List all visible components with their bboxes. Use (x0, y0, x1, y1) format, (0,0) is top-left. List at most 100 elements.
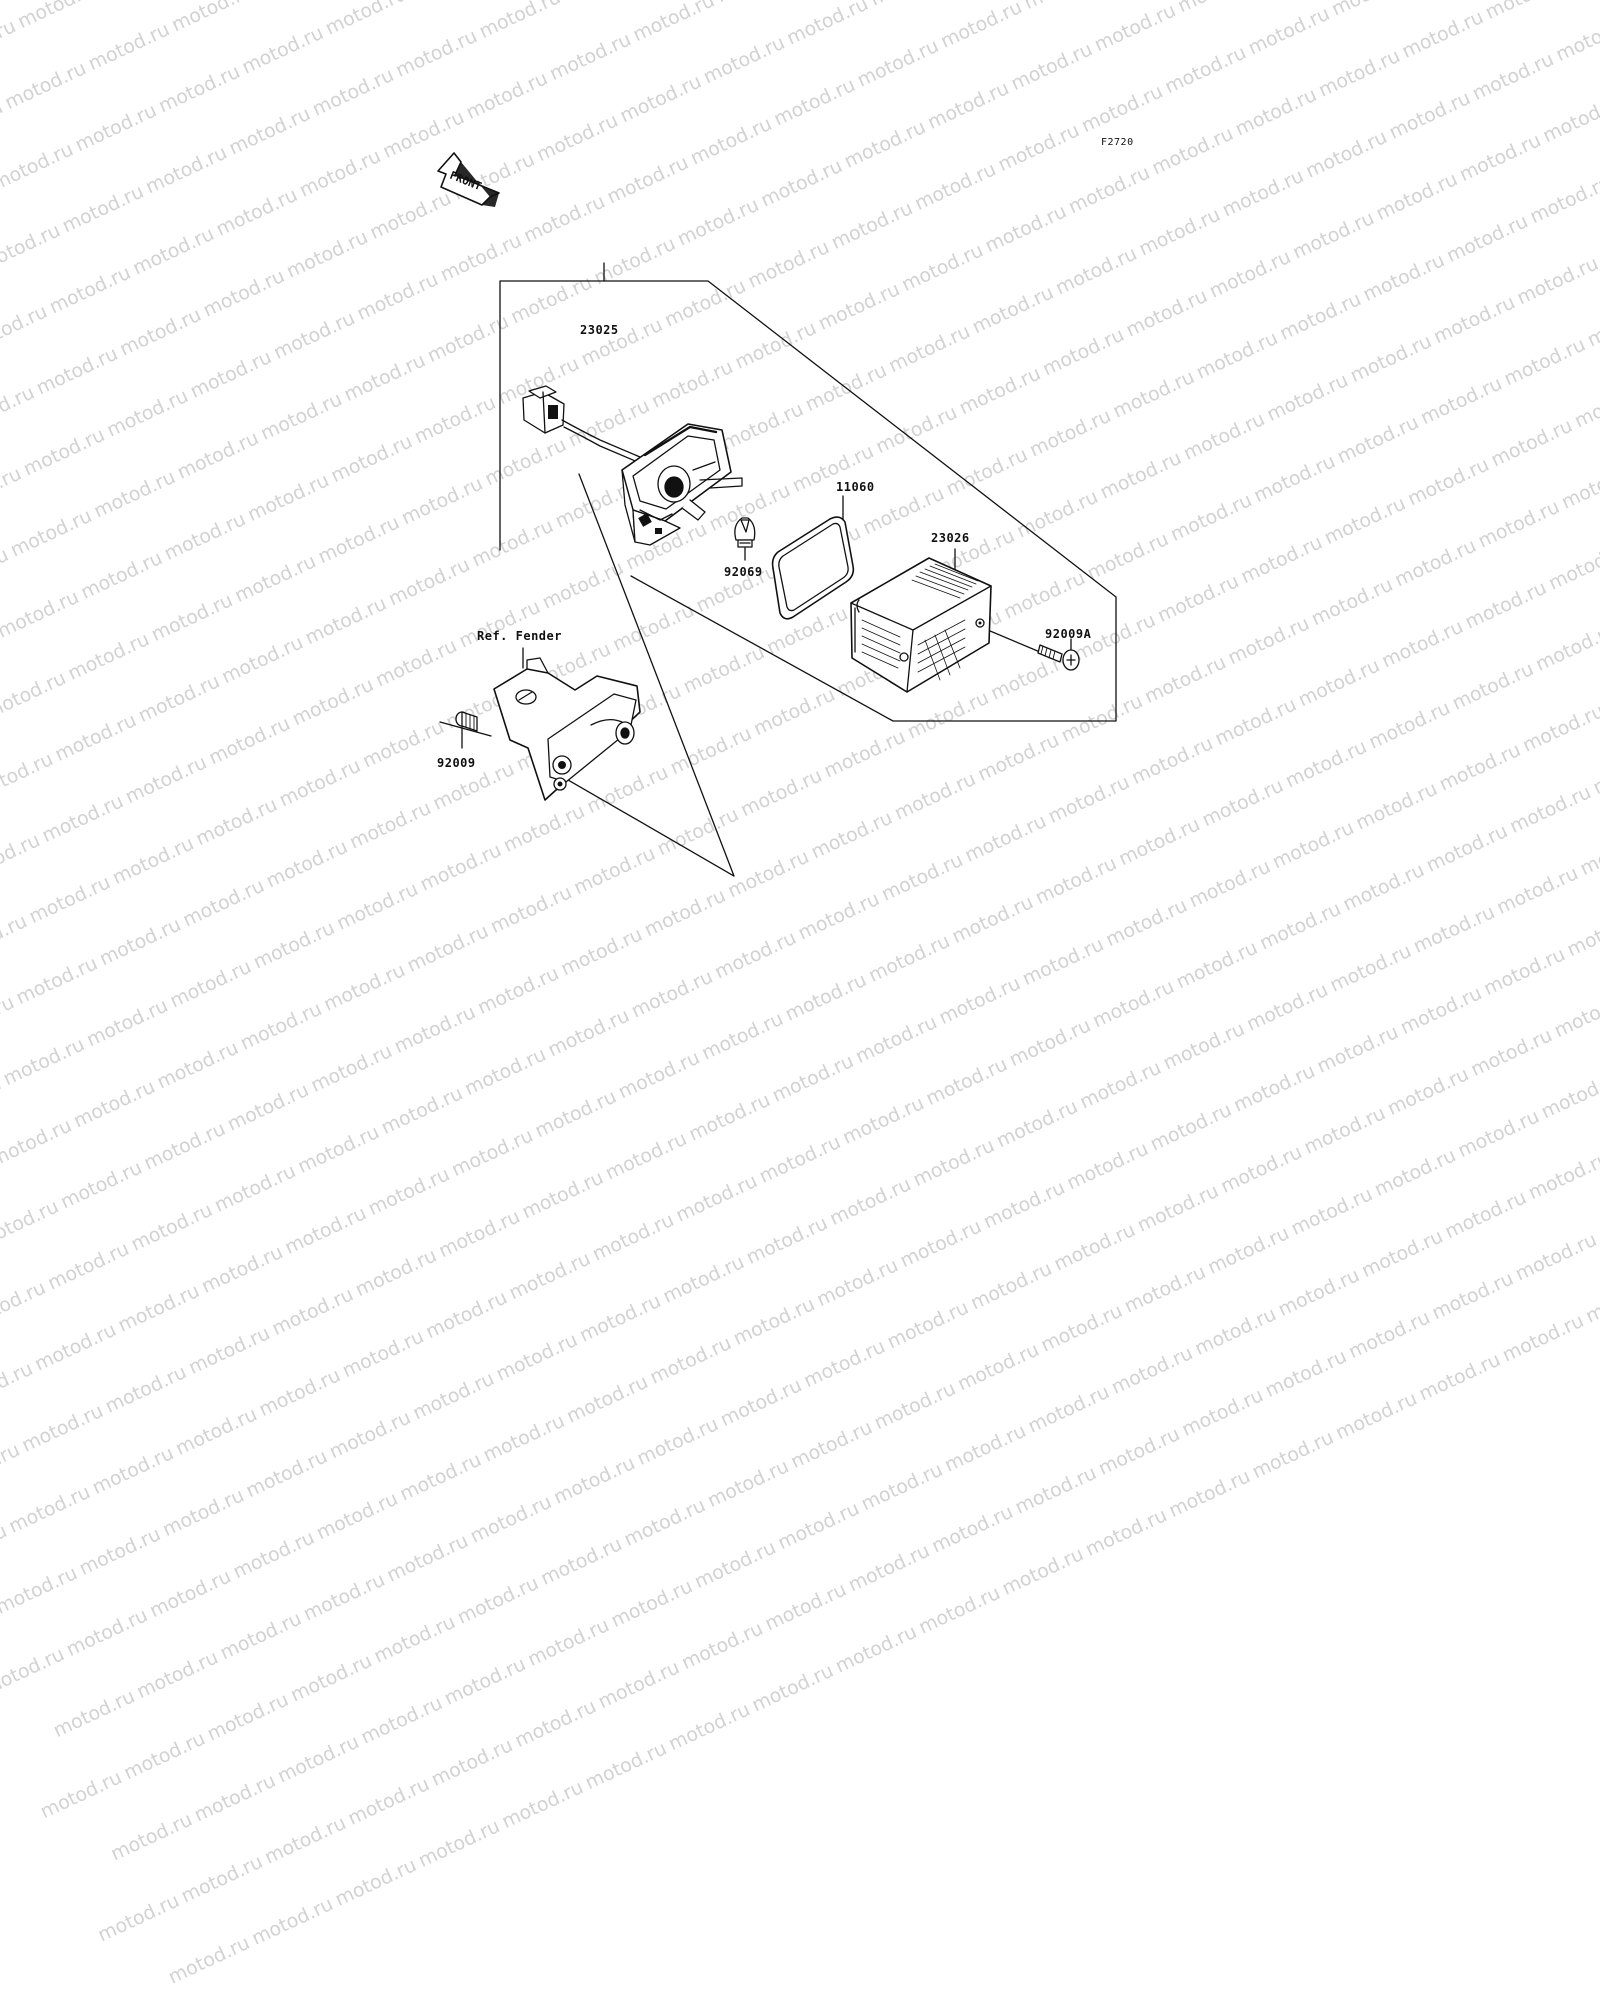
watermark-text: motod.ru (268, 1283, 357, 1341)
watermark-text: motod.ru (229, 1526, 318, 1584)
watermark-text: motod.ru (287, 1649, 376, 1707)
guide-lines (439, 473, 1041, 877)
watermark-text: motod.ru (120, 1727, 209, 1785)
watermark-text: motod.ru (537, 1533, 626, 1590)
watermark-text: motod.ru (1024, 1380, 1113, 1438)
watermark-text: motod.ru (550, 1451, 639, 1509)
bulb-92069 (734, 517, 756, 548)
watermark-text: motod.ru (844, 1539, 934, 1597)
fender-bracket (493, 647, 641, 801)
watermark-text: motod.ru (1582, 1270, 1600, 1328)
watermark-text: motod.ru (1345, 1306, 1434, 1364)
watermark-text: motod.ru (813, 1254, 902, 1312)
watermark-text: motod.ru (0, 1438, 24, 1496)
part-label-92009: 92009 (437, 756, 476, 770)
watermark-text: motod.ru (427, 1734, 517, 1791)
part-label-92069: 92069 (724, 565, 763, 579)
watermark-text: motod.ru (748, 1659, 837, 1717)
watermark-text: motod.ru (1498, 1309, 1588, 1367)
watermark-text: motod.ru (0, 1519, 11, 1577)
watermark-text: motod.ru (1274, 1264, 1364, 1321)
watermark-text: motod.ru (716, 1374, 806, 1432)
watermark-text: motod.ru (94, 1889, 183, 1947)
watermark-text: motod.ru (1011, 1461, 1100, 1519)
watermark-text: motod.ru (915, 1581, 1004, 1639)
watermark-text: motod.ru (338, 1325, 428, 1383)
watermark-text: motod.ru (479, 1409, 569, 1467)
watermark-text: motod.ru (761, 1578, 850, 1636)
bolt-92009 (455, 711, 478, 749)
watermark-text: motod.ru (331, 1854, 420, 1911)
watermark-text: motod.ru (31, 1318, 120, 1376)
watermark-text: motod.ru (5, 1480, 94, 1538)
exploded-parts-diagram: FRONT (437, 152, 1117, 877)
watermark-text: motod.ru (620, 1494, 709, 1551)
front-direction-arrow-icon: FRONT (437, 152, 500, 207)
watermark-text: motod.ru (1415, 1348, 1504, 1406)
watermark-text: motod.ru (203, 1688, 293, 1746)
watermark-text: motod.ru (498, 1776, 587, 1834)
watermark-text: motod.ru (505, 1247, 595, 1305)
watermark-text: motod.ru (729, 1293, 819, 1350)
watermark-text: motod.ru (101, 1360, 191, 1418)
watermark-text: motod.ru (172, 1403, 261, 1460)
watermark-text: motod.ru (435, 1205, 524, 1263)
watermark-text: motod.ru (88, 1442, 178, 1499)
watermark-text: motod.ru (563, 1370, 652, 1428)
gasket-11060 (771, 495, 855, 620)
watermark-text: motod.ru (0, 1276, 50, 1334)
watermark-text: motod.ru (787, 1416, 876, 1474)
watermark-text: motod.ru (415, 1815, 504, 1872)
watermark-text: motod.ru (883, 1296, 973, 1354)
watermark-text: motod.ru (344, 1772, 433, 1830)
watermark-text: motod.ru (466, 1490, 556, 1548)
watermark-text: motod.ru (870, 1377, 960, 1435)
watermark-text: motod.ru (261, 1811, 350, 1869)
watermark-text: motod.ru (1332, 1387, 1421, 1445)
watermark-text: motod.ru (370, 1610, 459, 1668)
watermark-text: motod.ru (0, 1643, 68, 1700)
watermark-text: motod.ru (216, 1607, 306, 1665)
watermark-text: motod.ru (44, 1237, 133, 1295)
connector-plug (522, 385, 641, 464)
watermark-text: motod.ru (581, 1737, 671, 1795)
watermark-text: motod.ru (1165, 1465, 1254, 1523)
watermark-text: motod.ru (114, 1279, 204, 1337)
part-label-ref-fender: Ref. Fender (477, 629, 562, 643)
watermark-text: motod.ru (1511, 1228, 1600, 1286)
watermark-text: motod.ru (1178, 1384, 1267, 1441)
watermark-text: motod.ru (75, 1523, 165, 1580)
watermark-text: motod.ru (255, 1364, 344, 1422)
lens-23026 (850, 548, 992, 693)
watermark-text: motod.ru (896, 1215, 986, 1273)
watermark-text: motod.ru (409, 1367, 498, 1425)
diagram-code: F2720 (1101, 137, 1134, 148)
watermark-text: motod.ru (18, 1399, 107, 1457)
watermark-text: motod.ru (857, 1458, 947, 1516)
watermark-text: motod.ru (659, 1250, 748, 1308)
watermark-text: motod.ru (1050, 1218, 1139, 1276)
watermark-text: motod.ru (1095, 1423, 1184, 1480)
watermark-text: motod.ru (941, 1419, 1030, 1477)
watermark-text: motod.ru (274, 1730, 363, 1788)
watermark-text: motod.ru (164, 1931, 254, 1989)
watermark-text: motod.ru (313, 1487, 402, 1545)
watermark-text: motod.ru (440, 1653, 530, 1710)
watermark-text: motod.ru (422, 1286, 511, 1344)
watermark-text: motod.ru (146, 1565, 235, 1623)
watermark-text: motod.ru (351, 1244, 441, 1302)
watermark-text: motod.ru (954, 1338, 1043, 1396)
part-label-11060: 11060 (836, 480, 875, 494)
watermark-text: motod.ru (1428, 1267, 1517, 1325)
watermark-text: motod.ru (1248, 1426, 1338, 1484)
watermark-text: motod.ru (594, 1656, 684, 1714)
watermark-text: motod.ru (742, 1212, 832, 1269)
watermark-text: motod.ru (242, 1445, 331, 1503)
watermark-text: motod.ru (589, 1208, 678, 1266)
watermark-text: motod.ru (159, 1484, 248, 1542)
watermark-text: motod.ru (998, 1542, 1088, 1600)
watermark-text: motod.ru (928, 1500, 1017, 1558)
part-label-92009A: 92009A (1045, 627, 1092, 641)
watermark-text: motod.ru (1120, 1260, 1210, 1318)
watermark-text: motod.ru (831, 1620, 921, 1678)
